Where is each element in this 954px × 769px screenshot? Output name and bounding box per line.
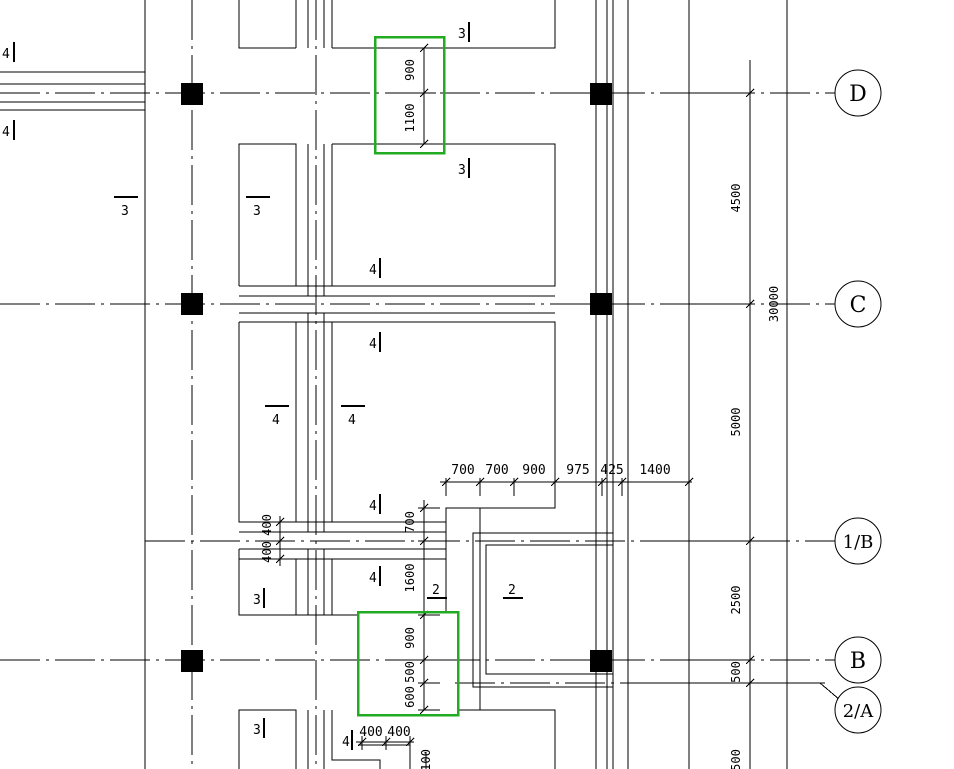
dim-label: 400 [260, 514, 274, 536]
dim-label: 700 [403, 511, 417, 533]
lower-vertical-dims [418, 500, 440, 715]
section-mark-label: 4 [272, 413, 280, 428]
section-mark-label: 4 [342, 735, 350, 750]
dim-label: 900 [522, 463, 545, 478]
dim-label: 500 [729, 749, 743, 769]
axis-lines [0, 0, 835, 769]
slab-lower [238, 508, 481, 710]
axis-labels: D C 1/B B 2/A [843, 82, 875, 722]
axis-label-b: B [850, 649, 866, 674]
vertical-beams [144, 0, 788, 769]
slab-top [238, 0, 556, 49]
section-mark-label: 4 [348, 413, 356, 428]
column [181, 650, 203, 672]
column [590, 83, 612, 105]
section-mark-label: 3 [253, 204, 261, 219]
dim-label: 900 [403, 59, 417, 81]
dim-label: 500 [729, 661, 743, 683]
section-mark-label: 2 [508, 583, 516, 598]
section-mark-label: 3 [458, 27, 466, 42]
dim-label: 4500 [729, 184, 743, 213]
column [181, 293, 203, 315]
right-dimension-chain [630, 60, 755, 769]
dim-label: 700 [485, 463, 508, 478]
dim-label: 2500 [729, 586, 743, 615]
slab-bottom [238, 709, 556, 769]
dim-label: 900 [403, 627, 417, 649]
left-small-dims [274, 516, 290, 566]
axis-label-c: C [850, 293, 867, 318]
dim-label: 1400 [639, 463, 670, 478]
top-vertical-dims [418, 43, 436, 149]
section-mark-label: 3 [253, 723, 261, 738]
axis-label-1b: 1/B [843, 532, 874, 553]
dim-label: 100 [419, 749, 433, 769]
highlight-box-top [373, 35, 446, 155]
highlight-box-bottom [356, 610, 460, 717]
axis-bubble-1b [834, 517, 882, 565]
dim-label: 400 [387, 725, 410, 740]
column [590, 650, 612, 672]
dim-label: 400 [260, 541, 274, 563]
section-mark-label: 4 [369, 337, 377, 352]
axis-label-2a: 2/A [843, 701, 875, 722]
opening-box [472, 532, 614, 688]
dim-label: 1100 [403, 104, 417, 133]
section-mark-label: 4 [2, 47, 10, 62]
section-numbers: 4 4 3 3 3 3 4 4 4 4 4 4 3 2 2 3 4 [2, 27, 516, 750]
bubble-leaders [750, 682, 841, 701]
horizontal-dimension-chain [440, 477, 694, 508]
section-mark-label: 4 [2, 125, 10, 140]
axis-bubble-2a [834, 686, 882, 734]
dim-label: 975 [566, 463, 589, 478]
highlight-boxes [356, 35, 460, 717]
slab-dc [238, 143, 556, 323]
axis-bubble-d [834, 69, 882, 117]
bottom-small-dims [356, 736, 427, 769]
section-mark-label: 3 [253, 593, 261, 608]
section-mark-overlines [114, 196, 365, 407]
dim-label: 400 [359, 725, 382, 740]
dim-label: 30000 [767, 286, 781, 322]
section-mark-label: 4 [369, 263, 377, 278]
section-mark-label: 3 [458, 163, 466, 178]
columns [181, 83, 612, 672]
section-mark-label: 4 [369, 499, 377, 514]
section-mark-label: 2 [432, 583, 440, 598]
section-mark-label: 3 [121, 204, 129, 219]
dim-label: 500 [403, 661, 417, 683]
dim-label: 1600 [403, 564, 417, 593]
horizontal-dimension-labels: 700 700 900 975 425 1400 400 400 [359, 463, 670, 740]
section-mark-bars [13, 22, 470, 750]
dim-label: 700 [451, 463, 474, 478]
axis-bubbles [834, 69, 882, 734]
axis-bubble-c [834, 280, 882, 328]
axis-bubble-b [834, 636, 882, 684]
left-beam-d [0, 71, 145, 111]
column [590, 293, 612, 315]
column [181, 83, 203, 105]
axis-label-d: D [849, 82, 867, 107]
dim-label: 600 [403, 686, 417, 708]
vertical-dimension-labels: 900 1100 4500 30000 5000 2500 500 500 70… [260, 59, 781, 769]
slab-c1b [238, 313, 556, 560]
dim-label: 425 [600, 463, 623, 478]
section-mark-label: 4 [369, 571, 377, 586]
dim-label: 5000 [729, 408, 743, 437]
